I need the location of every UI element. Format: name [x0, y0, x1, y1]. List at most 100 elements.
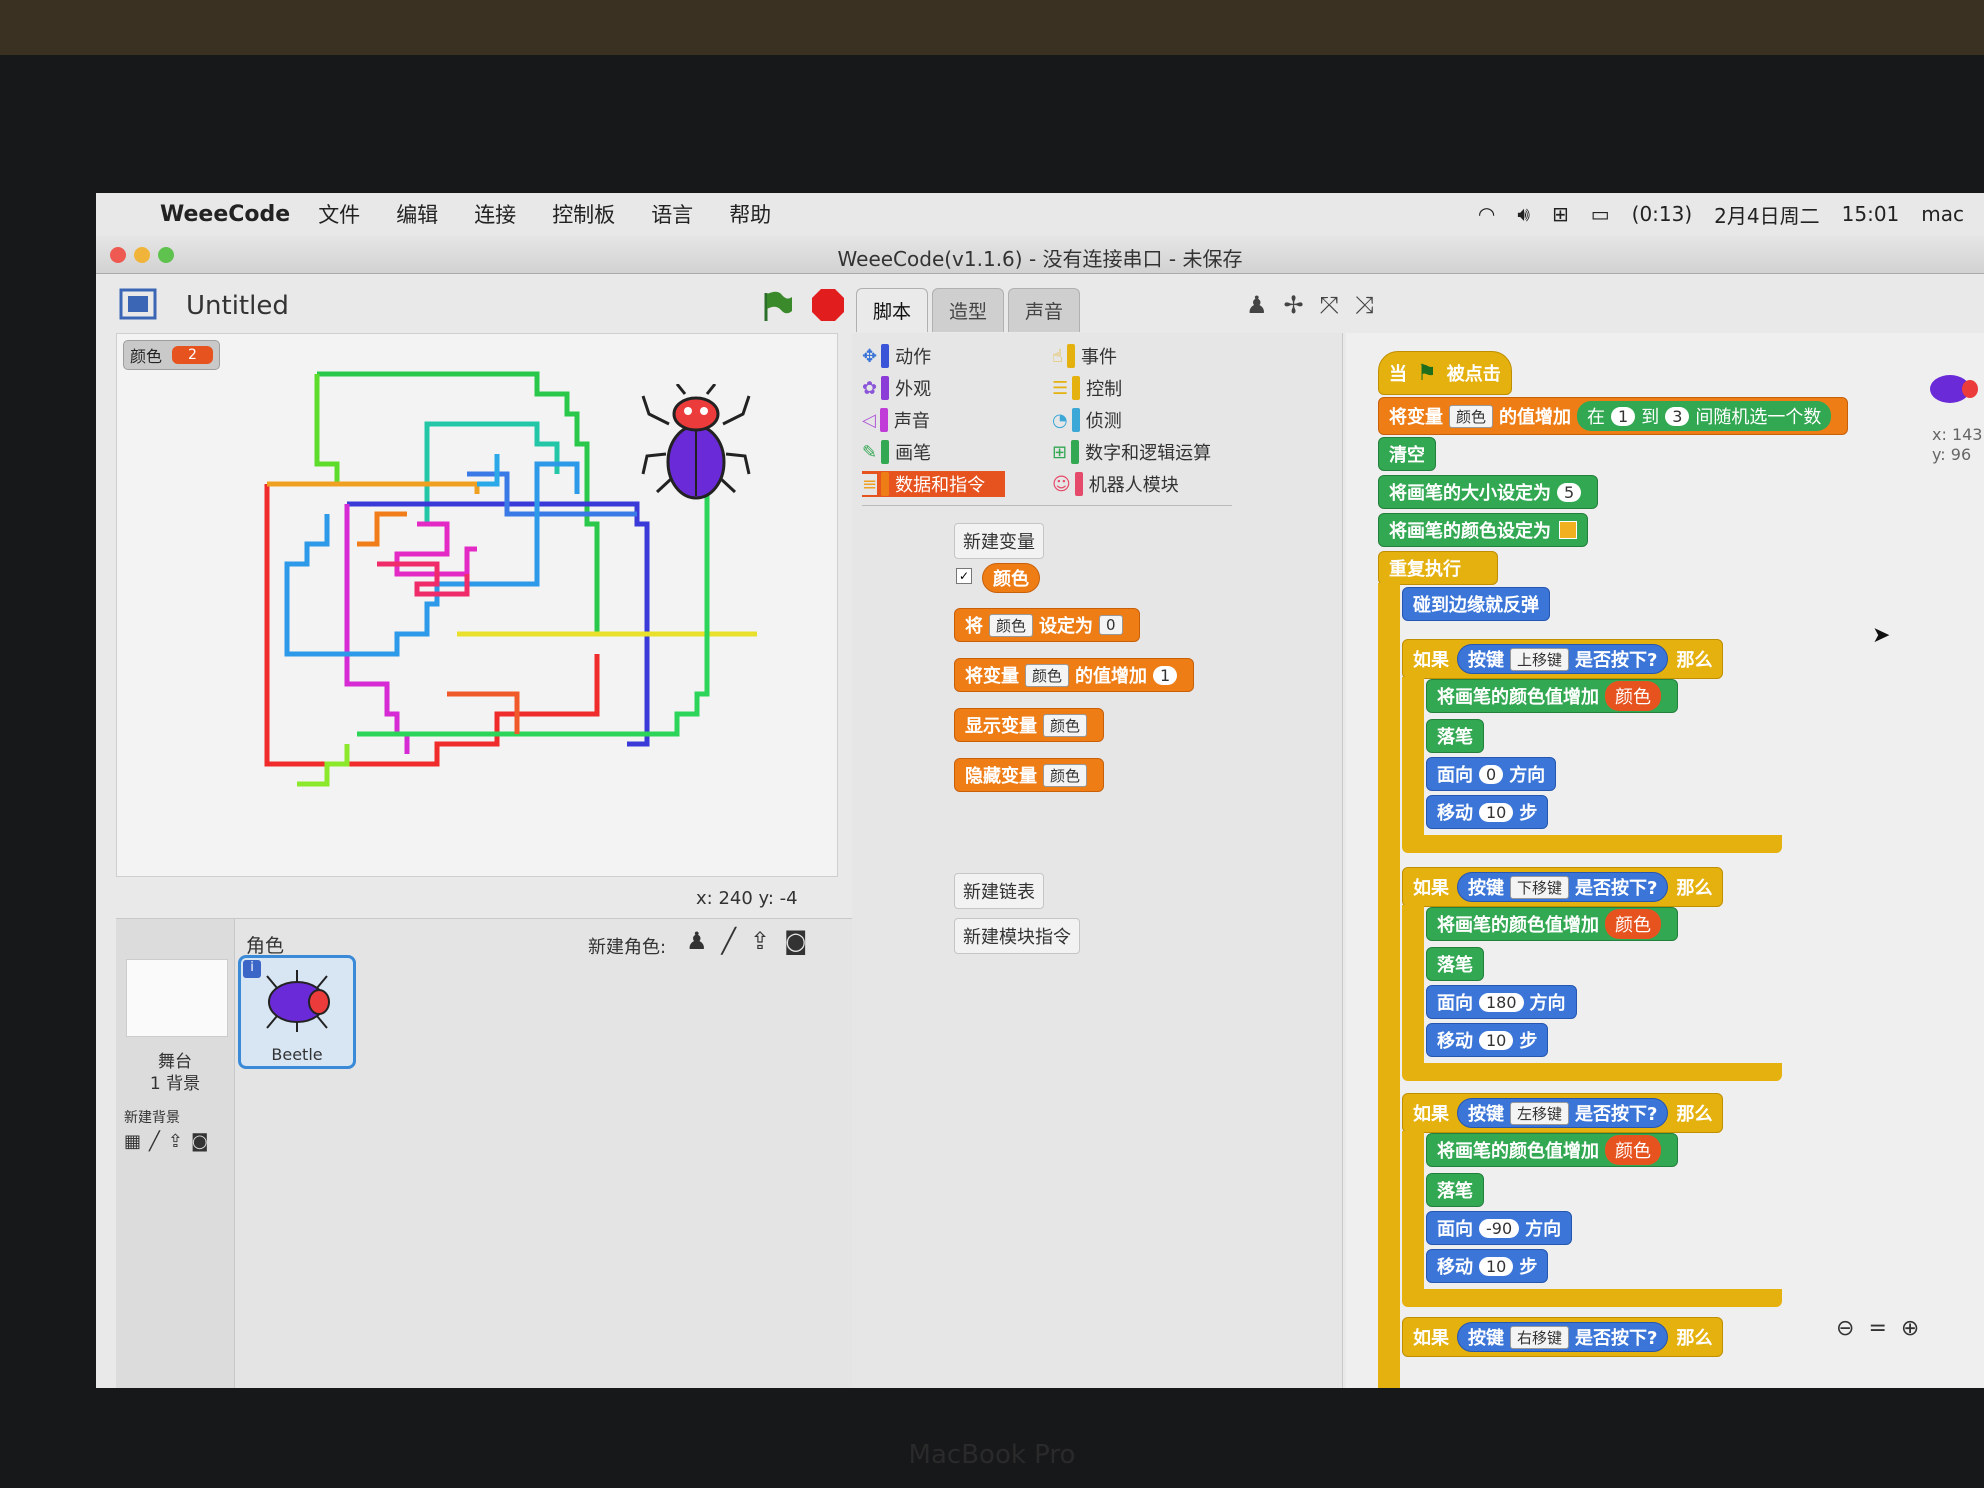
- shrink-icon[interactable]: ⤨: [1354, 291, 1375, 319]
- project-title[interactable]: Untitled: [186, 291, 289, 321]
- new-variable-button[interactable]: 新建变量: [954, 523, 1044, 559]
- when-flag-clicked-block[interactable]: 当 ⚑ 被点击: [1378, 351, 1512, 395]
- input-method-icon[interactable]: ⊞: [1551, 202, 1569, 226]
- menu-board[interactable]: 控制板: [552, 203, 616, 227]
- key-pressed-sensor[interactable]: 按键左移键是否按下?: [1457, 1098, 1669, 1128]
- tab-costumes[interactable]: 造型: [932, 288, 1005, 332]
- new-list-button[interactable]: 新建链表: [954, 873, 1044, 909]
- menu-bar: WeeeCode 文件 编辑 连接 控制板 语言 帮助 ◠ 🔊︎ ⊞ ▭ (0:…: [96, 193, 1984, 236]
- if-key-header[interactable]: 如果按键左移键是否按下?那么: [1402, 1093, 1724, 1133]
- menu-language[interactable]: 语言: [651, 203, 694, 227]
- clear-block[interactable]: 清空: [1378, 437, 1436, 471]
- stage-canvas[interactable]: 颜色 2: [116, 333, 838, 877]
- beetle-sprite-icon[interactable]: [641, 384, 751, 504]
- backdrop-upload-icon[interactable]: ⇪: [167, 1131, 183, 1152]
- new-sprite-label: 新建角色:: [588, 937, 667, 958]
- key-pressed-sensor[interactable]: 按键上移键是否按下?: [1457, 644, 1669, 674]
- if-key-header[interactable]: 如果按键下移键是否按下?那么: [1402, 867, 1724, 907]
- tab-sounds[interactable]: 声音: [1008, 288, 1081, 332]
- minimize-button[interactable]: [134, 247, 150, 263]
- battery-time: (0:13): [1631, 202, 1693, 226]
- color-swatch[interactable]: [1559, 521, 1577, 539]
- backdrop-library-icon[interactable]: ▦: [124, 1131, 142, 1152]
- new-block-button[interactable]: 新建模块指令: [954, 918, 1080, 954]
- pen-down-block[interactable]: 落笔: [1426, 947, 1484, 981]
- delete-icon[interactable]: ✢: [1283, 291, 1304, 319]
- grow-icon[interactable]: ⤧: [1319, 291, 1339, 319]
- sprite-upload-icon[interactable]: ⇪: [749, 927, 771, 955]
- category-data[interactable]: ≡数据和指令: [862, 471, 1006, 497]
- pen-down-block[interactable]: 落笔: [1426, 719, 1484, 753]
- category-motion[interactable]: ✥动作: [862, 344, 932, 368]
- app-name[interactable]: WeeeCode: [160, 201, 291, 227]
- hide-variable-block[interactable]: 隐藏变量颜色: [954, 758, 1105, 792]
- zoom-in-icon[interactable]: ⊕: [1900, 1316, 1920, 1341]
- menu-help[interactable]: 帮助: [729, 203, 772, 227]
- sprite-camera-icon[interactable]: ◙: [784, 927, 808, 955]
- stop-icon[interactable]: [810, 287, 846, 323]
- info-icon[interactable]: i: [243, 960, 261, 978]
- zoom-button[interactable]: [158, 247, 174, 263]
- variable-checkbox[interactable]: ✓: [956, 568, 972, 584]
- zoom-out-icon[interactable]: ⊖: [1836, 1316, 1855, 1341]
- variable-monitor[interactable]: 颜色 2: [123, 340, 220, 370]
- stage-size-icon[interactable]: [118, 287, 158, 321]
- clock[interactable]: 15:01: [1841, 202, 1900, 226]
- stage-thumbnail[interactable]: [126, 959, 228, 1037]
- change-pen-color-block[interactable]: 将画笔的颜色值增加颜色: [1426, 907, 1678, 941]
- menu-connect[interactable]: 连接: [474, 203, 517, 227]
- category-events[interactable]: ☝事件: [1052, 344, 1117, 368]
- category-operators[interactable]: ⊞数字和逻辑运算: [1052, 440, 1212, 464]
- user-name[interactable]: mac: [1921, 202, 1964, 226]
- change-pen-color-block[interactable]: 将画笔的颜色值增加颜色: [1426, 679, 1678, 713]
- if-key-header[interactable]: 如果按键上移键是否按下?那么: [1402, 639, 1724, 679]
- tab-scripts[interactable]: 脚本: [856, 288, 929, 332]
- set-pen-color-block[interactable]: 将画笔的颜色设定为: [1378, 513, 1588, 547]
- volume-icon[interactable]: 🔊︎: [1517, 202, 1530, 226]
- category-robot[interactable]: ☺机器人模块: [1052, 472, 1179, 496]
- backdrop-count: 1 背景: [149, 1074, 201, 1094]
- pen-down-block[interactable]: 落笔: [1426, 1173, 1484, 1207]
- wifi-icon[interactable]: ◠: [1477, 202, 1496, 226]
- key-pressed-sensor[interactable]: 按键右移键是否按下?: [1457, 1322, 1669, 1352]
- sprite-paint-icon[interactable]: ╱: [721, 927, 736, 955]
- bounce-block[interactable]: 碰到边缘就反弹: [1402, 587, 1550, 621]
- sprite-library-icon[interactable]: ♟: [686, 927, 708, 955]
- key-pressed-sensor[interactable]: 按键下移键是否按下?: [1457, 872, 1669, 902]
- category-sound[interactable]: ◁声音: [862, 408, 930, 432]
- category-control[interactable]: ☰控制: [1052, 376, 1123, 400]
- beetle-thumbnail-icon: [266, 970, 330, 1032]
- category-looks[interactable]: ✿外观: [862, 376, 932, 400]
- close-button[interactable]: [110, 247, 126, 263]
- green-flag-icon[interactable]: [760, 289, 794, 323]
- menu-file[interactable]: 文件: [318, 203, 361, 227]
- backdrop-camera-icon[interactable]: ◙: [190, 1131, 209, 1152]
- menu-edit[interactable]: 编辑: [396, 203, 439, 227]
- show-variable-block[interactable]: 显示变量颜色: [954, 708, 1105, 742]
- sprite-thumbnail-beetle[interactable]: i Beetle: [238, 955, 356, 1069]
- battery-icon[interactable]: ▭: [1590, 202, 1610, 226]
- if-key-header[interactable]: 如果按键右移键是否按下?那么: [1402, 1317, 1724, 1357]
- zoom-reset-icon[interactable]: =: [1868, 1316, 1887, 1341]
- forever-block[interactable]: 重复执行: [1378, 551, 1498, 585]
- category-sensing[interactable]: ◔侦测: [1052, 408, 1122, 432]
- current-sprite-icon: [1930, 375, 1978, 403]
- status-area: ◠ 🔊︎ ⊞ ▭ (0:13) 2月4日周二 15:01 mac: [1478, 200, 1984, 229]
- category-pen[interactable]: ✎画笔: [862, 440, 932, 464]
- backdrop-paint-icon[interactable]: ╱: [149, 1131, 160, 1152]
- change-pen-color-block[interactable]: 将画笔的颜色值增加颜色: [1426, 1133, 1678, 1167]
- events-icon: ☝: [1052, 345, 1063, 367]
- duplicate-icon[interactable]: ♟: [1246, 291, 1268, 319]
- variable-reporter[interactable]: 颜色: [982, 563, 1040, 593]
